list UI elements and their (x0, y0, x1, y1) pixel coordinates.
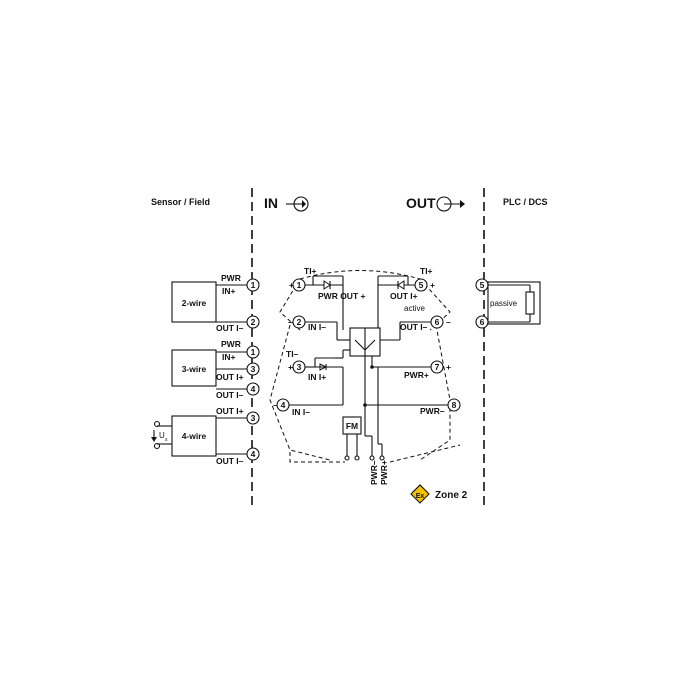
two-wire-in-plus-label: IN+ (222, 286, 236, 296)
terminal-number: 4 (251, 449, 256, 459)
header-in: IN (264, 195, 278, 211)
passive-label: passive (490, 299, 518, 308)
terminal-number: 2 (297, 317, 302, 327)
three-wire-pwr-label: PWR (221, 339, 241, 349)
terminal-number: 7 (435, 362, 440, 372)
us-subscript: s (165, 437, 168, 443)
three-wire-in-plus-label: IN+ (222, 352, 236, 362)
two-wire-pwr-label: PWR (221, 273, 241, 283)
terminal-number: 8 (452, 400, 457, 410)
terminal-number: 3 (251, 364, 256, 374)
terminal-number: 4 (251, 384, 256, 394)
four-wire-label: 4-wire (182, 431, 207, 441)
arrow-in-circle-icon (286, 196, 309, 212)
plus-sign: + (430, 280, 435, 290)
pwr-out-plus-label: PWR OUT + (318, 291, 365, 301)
terminal-number: 5 (480, 280, 485, 290)
minus-sign: – (446, 317, 451, 327)
three-wire-label: 3-wire (182, 364, 207, 374)
two-wire-label: 2-wire (182, 298, 207, 308)
active-label: active (404, 304, 425, 313)
isolator-module: 1 2 3 4 5 6 7 8 TI+ TI+ TI– PWR OUT + IN… (269, 266, 461, 485)
zone-label: Zone 2 (435, 490, 468, 501)
fm-block (342, 416, 362, 435)
header-out: OUT (406, 195, 436, 211)
diode-icon (397, 280, 405, 290)
bus-pwr-minus-label: PWR– (369, 460, 379, 485)
ti-minus-label: TI– (286, 349, 299, 359)
terminal (246, 382, 260, 396)
in-minus-bottom-label: IN I– (292, 407, 310, 417)
terminal (246, 278, 260, 292)
terminal-number: 1 (251, 347, 256, 357)
ti-plus-right-label: TI+ (420, 266, 433, 276)
terminal (246, 362, 260, 376)
terminal-number: 4 (281, 400, 286, 410)
in-minus-top-label: IN I– (308, 322, 326, 332)
plus-sign: + (289, 280, 294, 290)
out-plus-label: OUT I+ (390, 291, 418, 301)
in-plus-label: IN I+ (308, 372, 326, 382)
device-two-wire: 2-wire PWR IN+ OUT I– 1 2 (171, 273, 260, 333)
terminal-number: 6 (480, 317, 485, 327)
plus-sign: + (446, 362, 451, 372)
resistor-icon (525, 291, 535, 315)
terminal (246, 345, 260, 359)
pwr-plus-label: PWR+ (404, 370, 429, 380)
minus-sign: – (288, 317, 293, 327)
terminal (246, 315, 260, 329)
pwr-minus-label: PWR– (420, 406, 445, 416)
three-wire-out-plus-label: OUT I+ (216, 372, 244, 382)
terminal-number: 3 (297, 362, 302, 372)
device-passive: 5 6 passive (475, 278, 541, 329)
terminal (246, 411, 260, 425)
terminal-number: 5 (419, 280, 424, 290)
two-wire-out-minus-label: OUT I– (216, 323, 244, 333)
terminal-number: 2 (251, 317, 256, 327)
ex-symbol: Ex (416, 493, 425, 500)
us-label: U (159, 431, 165, 440)
arrow-out-circle-icon (436, 196, 465, 212)
terminal (246, 447, 260, 461)
diode-icon (323, 280, 331, 290)
four-wire-out-plus-label: OUT I+ (216, 406, 244, 416)
minus-sign: – (273, 400, 278, 410)
four-wire-out-minus-label: OUT I– (216, 456, 244, 466)
terminal-number: 6 (435, 317, 440, 327)
three-wire-out-minus-label: OUT I– (216, 390, 244, 400)
plus-sign: + (288, 362, 293, 372)
ti-plus-left-label: TI+ (304, 266, 317, 276)
fm-label: FM (346, 421, 358, 431)
device-three-wire: 3-wire PWR IN+ OUT I+ OUT I– 1 3 4 (171, 339, 260, 400)
header-plc-dcs: PLC / DCS (503, 197, 548, 207)
out-minus-label: OUT I– (400, 322, 428, 332)
ex-hazard-icon: Ex (410, 484, 430, 504)
terminal-number: 1 (297, 280, 302, 290)
header-sensor-field: Sensor / Field (151, 197, 210, 207)
terminal-number: 3 (251, 413, 256, 423)
bus-pwr-plus-label: PWR+ (379, 460, 389, 485)
device-four-wire: 4-wire OUT I+ OUT I– 3 4 U s (151, 406, 260, 466)
terminal-number: 1 (251, 280, 256, 290)
